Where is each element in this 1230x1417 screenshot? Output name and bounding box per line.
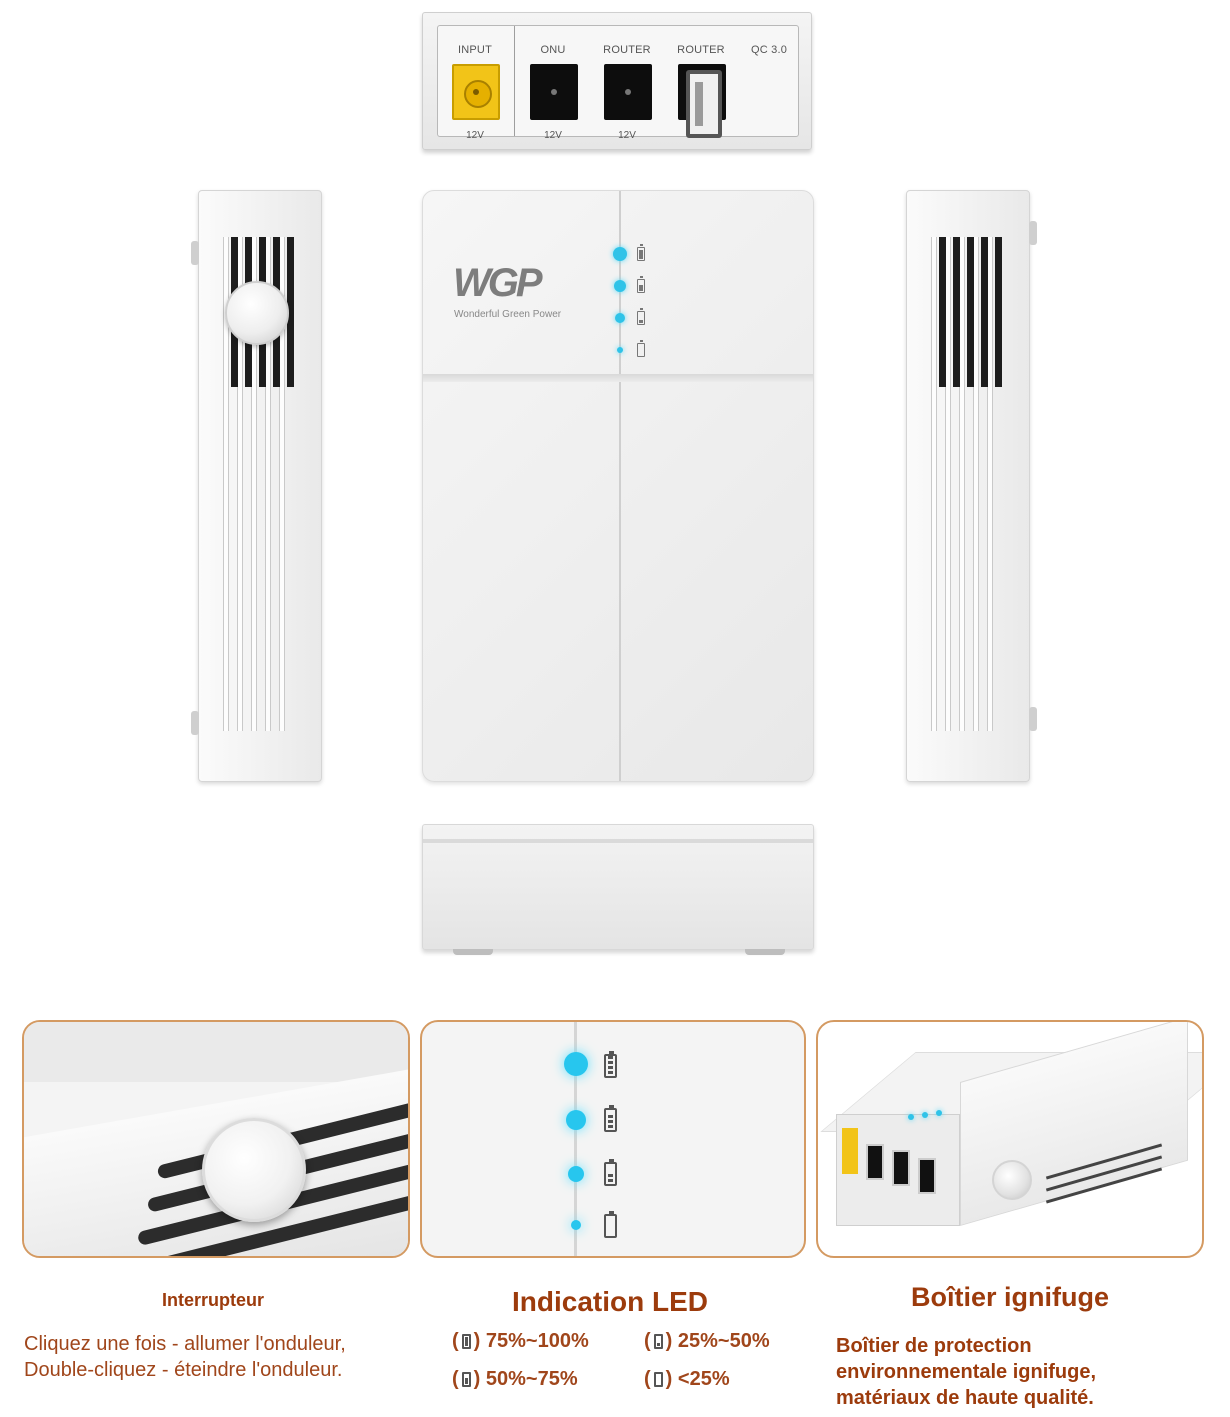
- power-button-icon: [992, 1160, 1032, 1200]
- device-top-surface: [24, 1022, 408, 1082]
- battery-mid-icon: [604, 1159, 617, 1186]
- led-indicator: [617, 347, 623, 353]
- dc-jack: [892, 1150, 910, 1186]
- case-description: Boîtier de protection environnementale i…: [836, 1333, 1216, 1411]
- battery-high-icon: [637, 276, 645, 293]
- led-level-text: 75%~100%: [485, 1330, 589, 1352]
- port-voltage: 12V: [466, 130, 484, 141]
- led-indicator: [566, 1110, 586, 1130]
- led-level-full: () 75%~100%: [452, 1330, 589, 1352]
- led-level-text: 50%~75%: [485, 1368, 578, 1390]
- led-indicator: [564, 1052, 588, 1076]
- port-qc30: QC 3.0: [738, 26, 800, 136]
- port-label: ONU: [540, 44, 566, 56]
- battery-mid-icon: [653, 1334, 663, 1349]
- brand-logo: WGP: [453, 261, 543, 305]
- seam-horizontal: [423, 374, 813, 382]
- port-voltage: 12V: [618, 130, 636, 141]
- switch-description: Cliquez une fois - allumer l'onduleur, D…: [24, 1331, 424, 1383]
- foot-nub: [1029, 221, 1037, 245]
- port-label: ROUTER: [677, 44, 725, 56]
- port-voltage: 12V: [544, 130, 562, 141]
- dc-jack: [604, 64, 652, 120]
- brand-tagline: Wonderful Green Power: [454, 309, 562, 320]
- port-onu: ONU 12V: [516, 26, 590, 141]
- led-indicator: [571, 1220, 581, 1230]
- led-title: Indication LED: [512, 1286, 708, 1317]
- port-label: INPUT: [458, 44, 492, 56]
- port-label: ROUTER: [603, 44, 651, 56]
- battery-low-icon: [653, 1372, 663, 1387]
- dc-jack: [530, 64, 578, 120]
- dc-jack: [866, 1144, 884, 1180]
- seam-vertical: [574, 1022, 577, 1256]
- foot-pad: [453, 949, 493, 955]
- port-strip: INPUT 12V ONU 12V ROUTER 12V ROUTER 9V Q…: [437, 25, 800, 141]
- device-3d-card: [816, 1020, 1204, 1258]
- right-side-view: [906, 190, 1037, 782]
- switch-line-2: Double-cliquez - éteindre l'onduleur.: [24, 1359, 343, 1381]
- case-line-2: environnementale ignifuge,: [836, 1361, 1097, 1383]
- battery-low-icon: [637, 340, 645, 357]
- led-indicator: [936, 1110, 942, 1116]
- foot-pad: [745, 949, 785, 955]
- seam-vertical: [619, 191, 621, 781]
- bottom-view: [422, 824, 814, 955]
- led-closeup-card: [420, 1020, 806, 1258]
- led-level-mid: () 25%~50%: [644, 1330, 770, 1352]
- led-indicator: [614, 280, 626, 292]
- battery-full-icon: [604, 1051, 617, 1078]
- usb-port-icon: [686, 70, 722, 138]
- case-title: Boîtier ignifuge: [911, 1282, 1109, 1312]
- switch-title: Interrupteur: [161, 1290, 264, 1310]
- led-indicator: [613, 247, 627, 261]
- led-level-text: 25%~50%: [677, 1330, 770, 1352]
- foot-nub: [191, 241, 199, 265]
- edge-ridge: [423, 839, 813, 843]
- battery-high-icon: [604, 1105, 617, 1132]
- port-divider: [514, 26, 515, 136]
- port-panel-view: INPUT 12V ONU 12V ROUTER 12V ROUTER 9V Q…: [422, 12, 812, 150]
- case-line-3: matériaux de haute qualité.: [836, 1387, 1094, 1409]
- input-jack: [842, 1128, 858, 1174]
- port-input: INPUT 12V: [438, 26, 512, 141]
- foot-nub: [191, 711, 199, 735]
- led-level-text: <25%: [677, 1368, 730, 1390]
- battery-low-icon: [604, 1211, 617, 1238]
- battery-full-icon: [461, 1334, 471, 1349]
- led-indicator: [908, 1114, 914, 1120]
- battery-high-icon: [461, 1372, 471, 1387]
- switch-closeup-card: [22, 1020, 410, 1258]
- left-side-view: [191, 190, 322, 782]
- led-level-low: () <25%: [644, 1368, 730, 1390]
- foot-nub: [1029, 707, 1037, 731]
- case-line-1: Boîtier de protection: [836, 1335, 1032, 1357]
- port-label: QC 3.0: [750, 44, 788, 56]
- power-button-icon: [202, 1118, 306, 1222]
- led-indicator: [568, 1166, 584, 1182]
- led-indicator: [615, 313, 625, 323]
- input-jack: [452, 64, 500, 120]
- switch-line-1: Cliquez une fois - allumer l'onduleur,: [24, 1333, 346, 1355]
- front-view: WGP Wonderful Green Power: [422, 190, 814, 782]
- led-indicator: [922, 1112, 928, 1118]
- led-level-high: () 50%~75%: [452, 1368, 578, 1390]
- vent-grille: [931, 237, 1003, 731]
- battery-mid-icon: [637, 308, 645, 325]
- power-button-icon: [225, 281, 289, 345]
- battery-full-icon: [637, 244, 645, 261]
- port-router-12v: ROUTER 12V: [590, 26, 664, 141]
- dc-jack: [918, 1158, 936, 1194]
